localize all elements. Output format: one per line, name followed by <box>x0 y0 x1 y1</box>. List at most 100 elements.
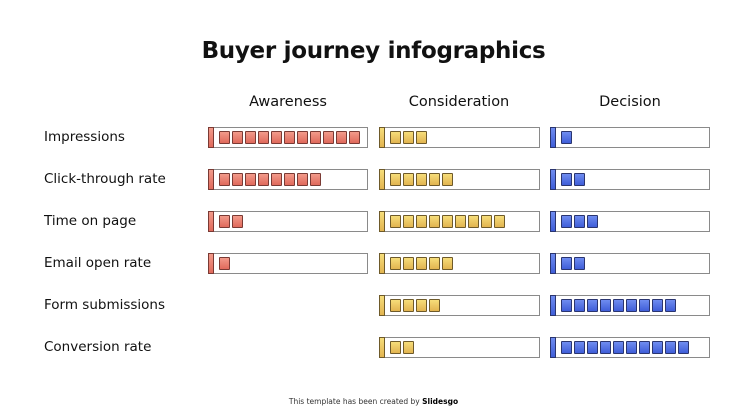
bar-block <box>219 257 230 270</box>
footer-credit: This template has been created by Slides… <box>0 397 747 406</box>
bar-block <box>639 299 650 312</box>
bar-tab <box>379 127 385 148</box>
bar-consideration <box>379 169 540 190</box>
bar-tab <box>379 337 385 358</box>
bar-block <box>416 257 427 270</box>
bar-block <box>416 173 427 186</box>
bar-tab <box>550 169 556 190</box>
bar-block <box>455 215 466 228</box>
bar-consideration <box>379 211 540 232</box>
bar-block <box>561 173 572 186</box>
bar-block <box>349 131 360 144</box>
bar-block <box>429 215 440 228</box>
row-label: Time on page <box>44 213 137 229</box>
bar-block <box>310 173 321 186</box>
bar-block <box>626 299 637 312</box>
bar-block <box>258 131 269 144</box>
bar-consideration <box>379 253 540 274</box>
bar-tab <box>208 169 214 190</box>
bar-awareness <box>208 127 368 148</box>
column-header-awareness: Awareness <box>249 94 327 110</box>
row-label: Click-through rate <box>44 171 166 187</box>
bar-decision <box>550 169 710 190</box>
bar-decision <box>550 253 710 274</box>
bar-block <box>245 173 256 186</box>
bar-block <box>258 173 269 186</box>
bar-block <box>600 341 611 354</box>
bar-block <box>403 341 414 354</box>
bar-blocks <box>219 131 360 144</box>
bar-block <box>574 299 585 312</box>
bar-blocks <box>561 341 689 354</box>
bar-block <box>639 341 650 354</box>
bar-blocks <box>219 173 321 186</box>
bar-block <box>403 299 414 312</box>
bar-block <box>587 341 598 354</box>
bar-blocks <box>561 257 585 270</box>
bar-block <box>232 131 243 144</box>
bar-block <box>561 341 572 354</box>
bar-block <box>416 299 427 312</box>
bar-blocks <box>390 299 440 312</box>
bar-tab <box>550 253 556 274</box>
bar-block <box>468 215 479 228</box>
bar-block <box>600 299 611 312</box>
bar-consideration <box>379 295 540 316</box>
bar-awareness <box>208 211 368 232</box>
bar-block <box>574 257 585 270</box>
bar-block <box>561 215 572 228</box>
bar-decision <box>550 211 710 232</box>
bar-block <box>284 131 295 144</box>
row-label: Form submissions <box>44 297 166 313</box>
bar-block <box>587 215 598 228</box>
bar-block <box>271 173 282 186</box>
bar-block <box>429 299 440 312</box>
bar-tab <box>208 253 214 274</box>
bar-block <box>390 131 401 144</box>
bar-block <box>390 341 401 354</box>
bar-awareness <box>208 253 368 274</box>
bar-block <box>245 131 256 144</box>
column-header-consideration: Consideration <box>408 94 510 110</box>
bar-blocks <box>561 173 585 186</box>
bar-blocks <box>390 215 505 228</box>
bar-block <box>390 299 401 312</box>
bar-block <box>416 131 427 144</box>
bar-block <box>336 131 347 144</box>
bar-tab <box>550 127 556 148</box>
bar-block <box>613 299 624 312</box>
bar-block <box>390 173 401 186</box>
bar-tab <box>379 169 385 190</box>
footer-text: This template has been created by <box>288 397 423 406</box>
bar-consideration <box>379 337 540 358</box>
bar-block <box>271 131 282 144</box>
bar-block <box>574 341 585 354</box>
bar-blocks <box>561 299 676 312</box>
bar-blocks <box>219 215 243 228</box>
bar-block <box>284 173 295 186</box>
bar-block <box>574 215 585 228</box>
bar-block <box>403 257 414 270</box>
row-label: Conversion rate <box>44 339 152 355</box>
bar-block <box>442 173 453 186</box>
bar-block <box>561 257 572 270</box>
bar-tab <box>208 127 214 148</box>
bar-block <box>652 341 663 354</box>
bar-block <box>297 173 308 186</box>
bar-tab <box>550 211 556 232</box>
bar-block <box>232 215 243 228</box>
bar-block <box>587 299 598 312</box>
bar-block <box>297 131 308 144</box>
bar-tab <box>550 295 556 316</box>
bar-block <box>429 173 440 186</box>
bar-block <box>390 215 401 228</box>
bar-block <box>390 257 401 270</box>
bar-block <box>494 215 505 228</box>
row-label: Impressions <box>44 129 125 145</box>
bar-block <box>561 131 572 144</box>
bar-block <box>403 173 414 186</box>
bar-block <box>310 131 321 144</box>
bar-block <box>561 299 572 312</box>
bar-block <box>442 215 453 228</box>
bar-blocks <box>390 131 427 144</box>
